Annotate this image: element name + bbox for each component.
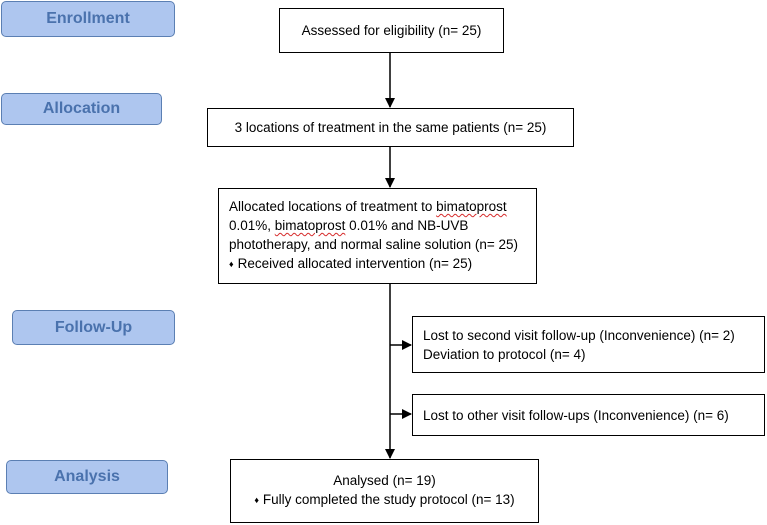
locations-text: 3 locations of treatment in the same pat… xyxy=(234,120,547,135)
stage-label-allocation: Allocation xyxy=(1,93,162,125)
box-lost-second-visit: Lost to second visit follow-up (Inconven… xyxy=(412,316,765,373)
allocated-bullet: ♦Received allocated intervention (n= 25) xyxy=(229,256,473,271)
eligibility-text: Assessed for eligibility (n= 25) xyxy=(301,23,482,38)
allocated-line-2: 0.01%, bimatoprost 0.01% and NB-UVB xyxy=(229,218,469,233)
stage-label-follow-up: Follow-Up xyxy=(12,310,175,345)
allocated-line-3: phototherapy, and normal saline solution… xyxy=(229,237,519,252)
lost-second-line-1: Lost to second visit follow-up (Inconven… xyxy=(423,327,735,343)
diamond-bullet-icon: ♦ xyxy=(229,259,234,269)
diamond-bullet-icon: ♦ xyxy=(254,495,259,505)
lost-second-line-2: Deviation to protocol (n= 4) xyxy=(423,346,586,362)
box-lost-other-visits: Lost to other visit follow-ups (Inconven… xyxy=(412,394,765,436)
allocated-line-1: Allocated locations of treatment to bima… xyxy=(229,199,507,214)
stage-label-enrollment: Enrollment xyxy=(1,1,175,37)
box-analysed: Analysed (n= 19) ♦Fully completed the st… xyxy=(230,459,539,523)
box-locations: 3 locations of treatment in the same pat… xyxy=(207,108,574,147)
spellcheck-flagged-word: bimatoprost xyxy=(274,218,346,233)
analysed-line-1: Analysed (n= 19) xyxy=(333,473,436,488)
stage-label-analysis: Analysis xyxy=(6,460,168,494)
spellcheck-flagged-word: bimatoprost xyxy=(436,199,507,214)
lost-other-text: Lost to other visit follow-ups (Inconven… xyxy=(423,407,729,423)
box-eligibility: Assessed for eligibility (n= 25) xyxy=(279,8,504,53)
analysed-bullet: ♦Fully completed the study protocol (n= … xyxy=(254,492,515,507)
box-allocated: Allocated locations of treatment to bima… xyxy=(218,188,537,284)
